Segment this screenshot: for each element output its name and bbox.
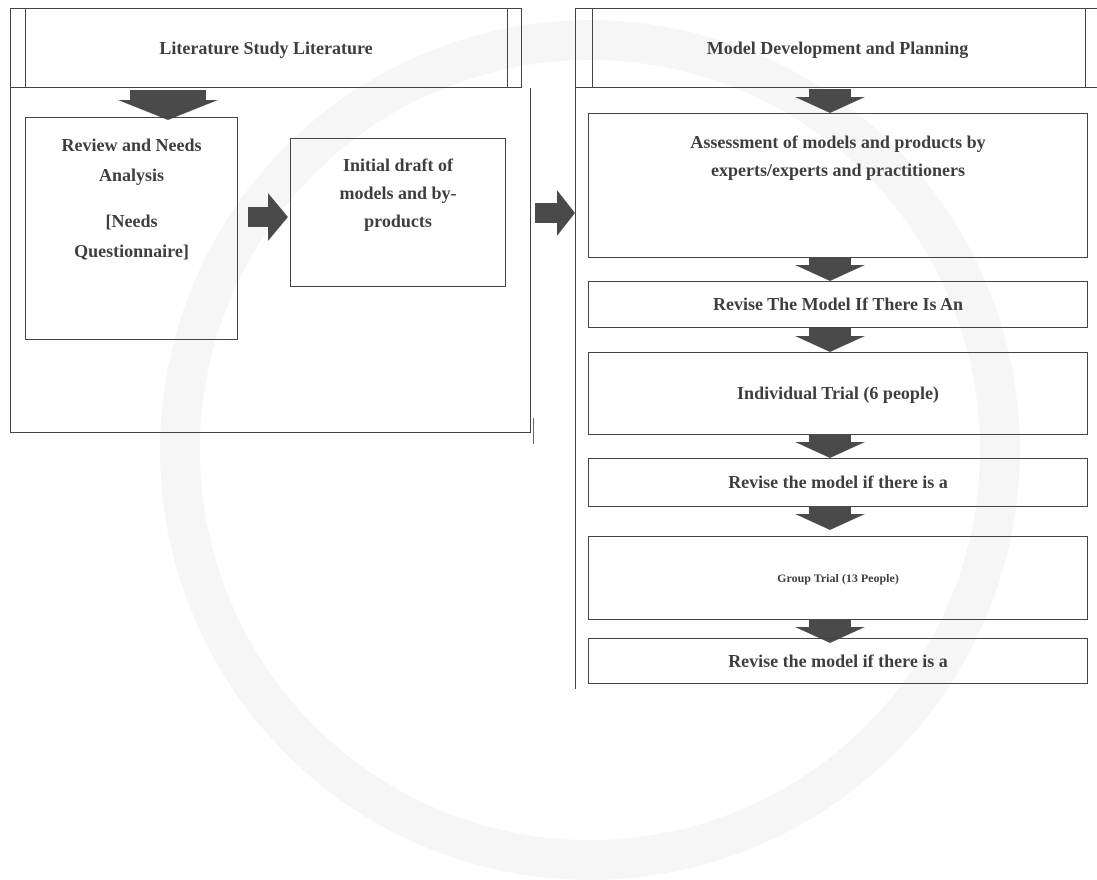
step-revise-3-box: Revise the model if there is a: [588, 638, 1088, 684]
review-to-draft-arrow: [248, 193, 288, 241]
step-3-label: Individual Trial (6 people): [737, 383, 939, 403]
right-arrow-5: [795, 506, 865, 530]
step-1-line-1: Assessment of models and products by: [690, 132, 986, 152]
step-1-line-2: experts/experts and practitioners: [711, 160, 965, 180]
step-assessment-box: Assessment of models and products by exp…: [588, 113, 1088, 258]
step-group-trial-box: Group Trial (13 People): [588, 536, 1088, 620]
right-arrow-4: [795, 434, 865, 458]
review-line-4: Questionnaire]: [74, 241, 189, 261]
draft-line-1: Initial draft of: [343, 155, 453, 175]
left-header-divider-right: [507, 9, 508, 87]
right-header-divider-left: [592, 9, 593, 87]
step-4-label: Revise the model if there is a: [728, 472, 948, 492]
step-revise-1-box: Revise The Model If There Is An: [588, 281, 1088, 328]
step-individual-trial-box: Individual Trial (6 people): [588, 352, 1088, 435]
tick-mark: [533, 418, 534, 444]
right-arrow-3: [795, 328, 865, 352]
review-line-2: Analysis: [98, 165, 165, 185]
draft-line-2: models and by-: [339, 183, 457, 203]
review-line-1: Review and Needs: [61, 135, 202, 155]
panel-connector-arrow: [535, 190, 575, 236]
step-5-label: Group Trial (13 People): [777, 570, 899, 585]
right-header-box: Model Development and Planning: [575, 8, 1097, 88]
right-arrow-6: [795, 619, 865, 643]
right-header-title: Model Development and Planning: [706, 37, 969, 58]
right-arrow-1: [795, 89, 865, 113]
left-header-divider-left: [25, 9, 26, 87]
review-line-3: [Needs: [105, 211, 158, 231]
step-6-label: Revise the model if there is a: [728, 650, 948, 671]
draft-line-3: products: [364, 211, 432, 231]
initial-draft-box: Initial draft of models and by- products: [290, 138, 506, 287]
step-2-label: Revise The Model If There Is An: [712, 294, 963, 314]
step-revise-2-box: Revise the model if there is a: [588, 458, 1088, 507]
right-arrow-2: [795, 257, 865, 281]
left-down-arrow: [118, 90, 218, 120]
right-header-divider-right: [1085, 9, 1086, 87]
review-needs-analysis-box: Review and Needs Analysis [Needs Questio…: [25, 117, 238, 340]
right-body-frame: [575, 88, 576, 689]
left-body-frame: [10, 88, 531, 433]
left-header-box: Literature Study Literature: [10, 8, 522, 88]
left-header-title: Literature Study Literature: [159, 37, 373, 58]
